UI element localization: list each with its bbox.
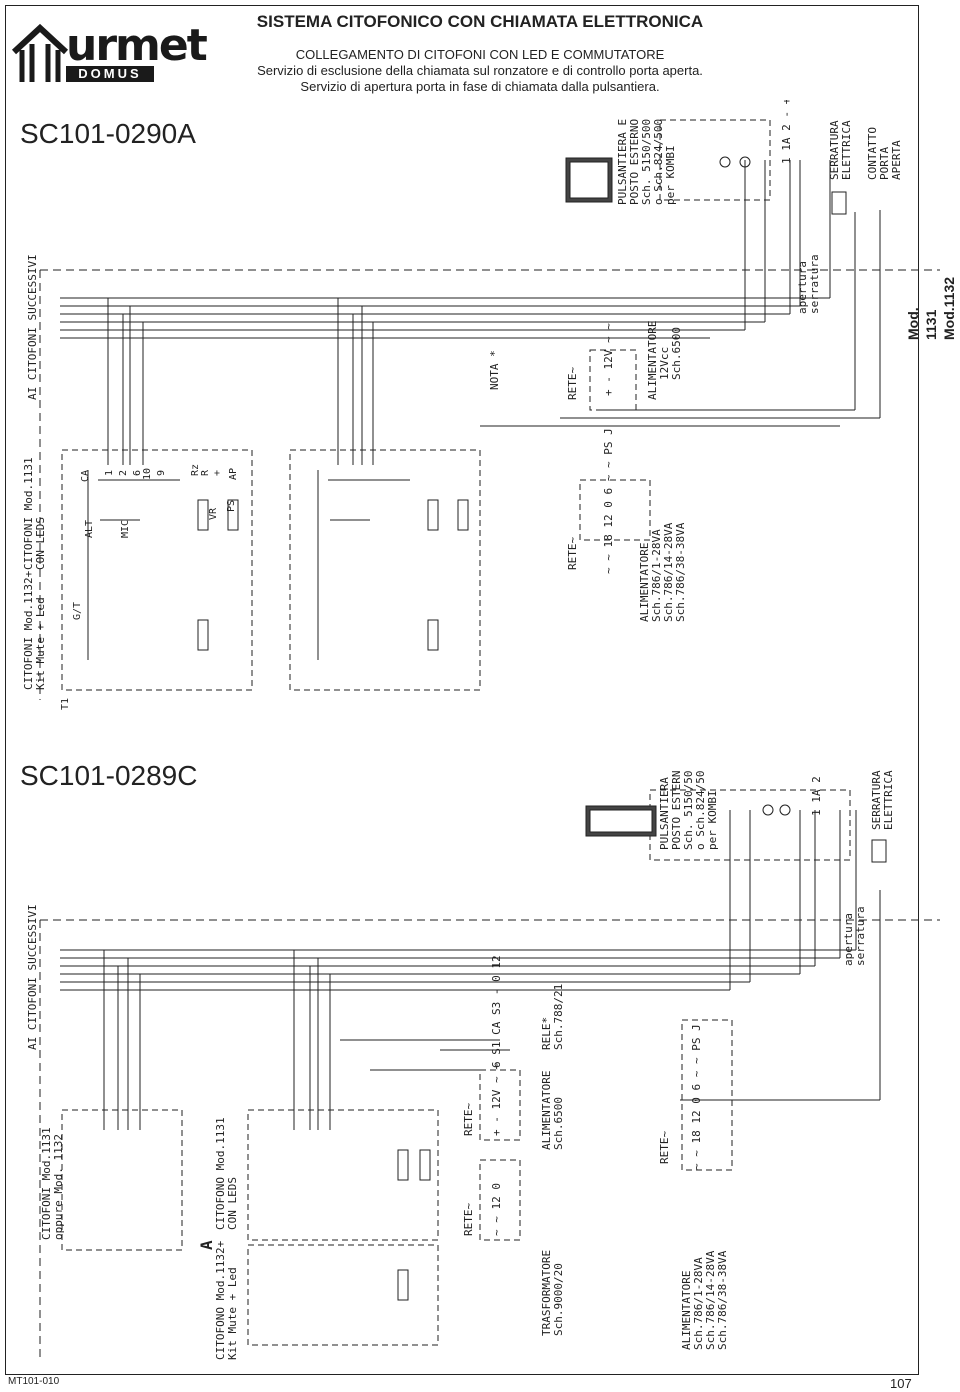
d1-term-mic: MIC (120, 520, 131, 538)
d1-puls-4: per KOMBI (664, 145, 677, 205)
d2-rele-1: Sch.788/21 (552, 984, 565, 1050)
d2-puls-3: o Sch.824/500 (694, 770, 707, 850)
d2-ai-citofoni: AI CITOFONI SUCCESSIVI (26, 904, 39, 1050)
d1-puls-2: Sch. 5150/500 (640, 119, 653, 205)
d2-alim786-1: Sch.786/1-28VA (692, 1257, 705, 1350)
d1-rete-1: RETE~ (566, 537, 579, 570)
d2-citofono-kit-1: CITOFONO Mod.1132+ (214, 1240, 227, 1360)
d1-ai-citofoni: AI CITOFONI SUCCESSIVI (26, 254, 39, 400)
d2-citofono-led-1: CITOFONO Mod.1131 (214, 1117, 227, 1230)
d2-terminals-posto: 1 1A 2 - + (810, 770, 823, 816)
d1-term-t1: T1 (60, 698, 71, 710)
d1-cont-0: CONTATTO (866, 127, 879, 180)
d2-rele-0: RELE* (540, 1017, 553, 1050)
d1-terminals-alim2: + - 12V ~ ~ (602, 323, 615, 396)
d1-citofoni-kit-1: CITOFONI Mod.1132+ (22, 570, 35, 690)
d2-alim6500-0: ALIMENTATORE (540, 1071, 553, 1150)
d1-terminals-posto: 1 1A 2 - + (780, 100, 793, 164)
d2-alim786-3: Sch.786/38-38VA (716, 1250, 729, 1350)
d1-citofoni-led-2: CON LEDS (34, 517, 47, 570)
d2-alim786-0: ALIMENTATORE (680, 1271, 693, 1350)
d2-terminals-786: ~ ~ 18 12 0 6 ~ ~ PS J (690, 1024, 703, 1170)
d1-term-alt: ALT (84, 520, 95, 538)
d1-term-gt: G/T (72, 602, 83, 620)
logo-house-icon (11, 23, 69, 82)
d2-puls-2: Sch. 5150/500 (682, 770, 695, 850)
d1-alim2-2: Sch.6500 (670, 327, 683, 380)
d1-terminals-alim1: ~ ~ 18 12 0 6 ~ ~ PS J (602, 428, 615, 574)
brand-name: urmet (66, 20, 208, 71)
d2-citofono-led-2: CON LEDS (226, 1177, 239, 1230)
d1-term-plus: + (212, 470, 223, 476)
d2-citofoni-a-1: CITOFONI Mod.1131 (40, 1127, 53, 1240)
d2-trasf-1: Sch.9000/20 (552, 1263, 565, 1336)
d2-terminals-trasf: ~ ~ 12 0 (490, 1183, 503, 1236)
d1-alim1-2: Sch.786/14-28VA (662, 522, 675, 622)
d1-alim1-0: ALIMENTATORE (638, 543, 651, 622)
d2-terminals-alim: + - 12V ~ ~ (490, 1063, 503, 1136)
d1-rete-2: RETE~ (566, 367, 579, 400)
d1-term-vr: VR (208, 507, 219, 520)
d2-apertura-0: apertura (842, 913, 855, 966)
d2-puls-0: PULSANTIERA E (658, 770, 671, 850)
d2-rete-1: RETE~ (462, 1203, 475, 1236)
d1-cont-1: PORTA (878, 147, 891, 180)
d2-rete-3: RETE~ (658, 1131, 671, 1164)
d2-puls-4: per KOMBI (706, 790, 719, 850)
d1-alim2-0: ALIMENTATORE (646, 321, 659, 400)
d2-rete-2: RETE~ (462, 1103, 475, 1136)
d1-term-ca: CA (80, 470, 91, 482)
page-number: 107 (890, 1376, 912, 1391)
d2-serr-0: SERRATURA (870, 770, 883, 830)
d1-puls-1: POSTO ESTERNO (628, 119, 641, 205)
d1-serr-1: ELETTRICA (840, 120, 853, 180)
d1-term-10: 10 (142, 468, 153, 480)
d2-trasf-0: TRASFORMATORE (540, 1250, 553, 1336)
d2-citofoni-a-2: oppure Mod. 1132 (52, 1134, 65, 1240)
wiring-diagram-1: AI CITOFONI SUCCESSIVI NOTA * CITOFONI M… (22, 100, 940, 710)
d1-term-rz: Rz (190, 464, 201, 476)
d1-citofoni-kit-2: Kit Mute + Led (34, 597, 47, 690)
d2-citofono-kit-2: Kit Mute + Led (226, 1267, 239, 1360)
d1-alim1-3: Sch.786/38-38VA (674, 522, 687, 622)
d1-apertura-1: serratura (808, 254, 821, 314)
d1-term-2: 2 (118, 470, 129, 476)
d1-cont-2: APERTA (890, 140, 903, 180)
d2-serr-1: ELETTRICA (882, 770, 895, 830)
d1-term-6: 6 (132, 470, 143, 476)
d1-puls-0: PULSANTIERA E (616, 119, 629, 205)
d1-serr-0: SERRATURA (828, 120, 841, 180)
d1-nota: NOTA * (488, 350, 501, 390)
d2-apertura-1: serratura (854, 906, 867, 966)
brand-sub: DOMUS (66, 66, 154, 82)
page-frame (5, 5, 919, 1375)
subtitle-2: Servizio di esclusione della chiamata su… (257, 63, 703, 78)
page-title: SISTEMA CITOFONICO CON CHIAMATA ELETTRON… (256, 12, 704, 31)
d1-term-9: 9 (156, 470, 167, 476)
d2-alim786-2: Sch.786/14-28VA (704, 1250, 717, 1350)
d1-term-1: 1 (104, 470, 115, 476)
d1-term-r: R (200, 469, 211, 476)
wiring-diagram-2: AI CITOFONI SUCCESSIVI CITOFONI Mod.1131… (26, 770, 940, 1360)
d2-marker-a: A (197, 1240, 216, 1250)
d1-term-ps: PS (226, 500, 237, 512)
subtitle-3: Servizio di apertura porta in fase di ch… (300, 79, 660, 94)
d1-intercom-terms: CA 1 2 6 10 9 Rz R + AP ALT MIC T1 G/T V… (60, 464, 239, 710)
d1-alim2-1: 12Vcc (658, 347, 671, 380)
d1-term-ap: AP (228, 468, 239, 480)
d2-alim6500-1: Sch.6500 (552, 1097, 565, 1150)
d1-alim1-1: Sch.786/1-28VA (650, 529, 663, 622)
d1-apertura-0: apertura (796, 261, 809, 314)
d1-puls-3: o Sch.824/500 (652, 119, 665, 205)
diagram2-code: SC101-0289C (20, 760, 198, 791)
d1-citofoni-led-1: CITOFONI Mod.1131 (22, 457, 35, 570)
d2-puls-1: POSTO ESTERNO (670, 770, 683, 850)
d2-rele-terms: 6 S1 CA S3 - 0 12 (490, 955, 503, 1068)
doc-code: MT101-010 (8, 1376, 60, 1387)
diagram1-code: SC101-0290A (20, 118, 196, 149)
subtitle-1: COLLEGAMENTO DI CITOFONI CON LED E COMMU… (295, 47, 665, 62)
